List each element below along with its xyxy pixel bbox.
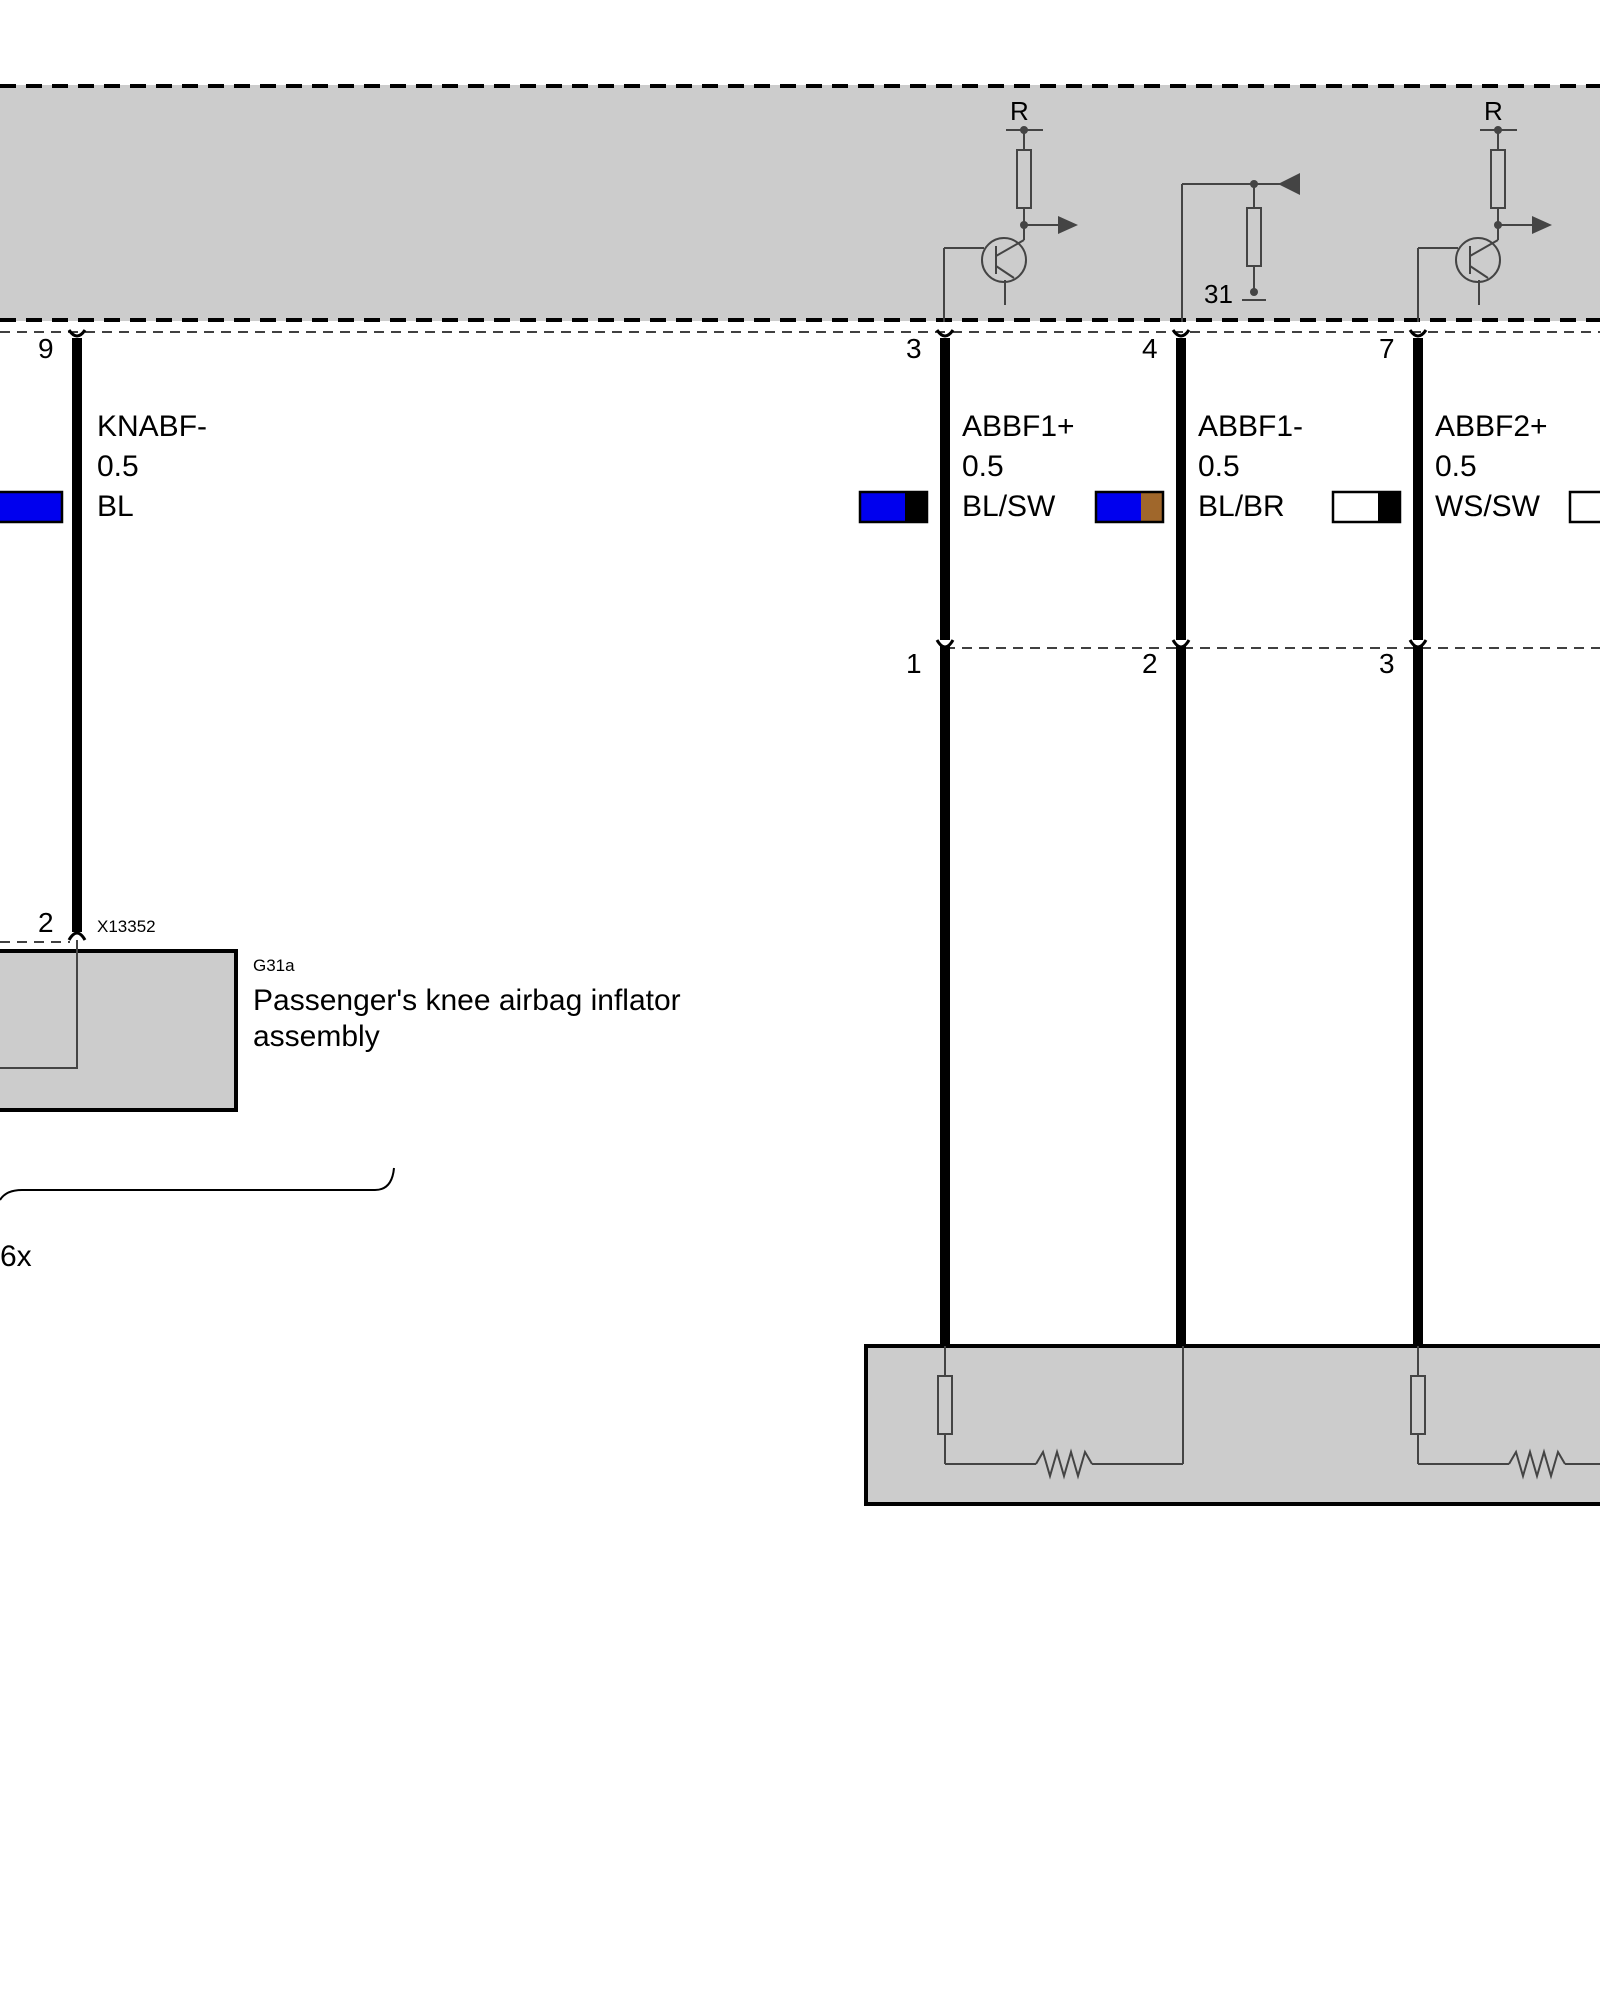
wire-abbf2-plus: 7 ABBF2+ 0.5 WS/SW	[1331, 329, 1600, 1346]
wire-color-swatch-border	[1331, 490, 1402, 524]
pin-socket	[935, 639, 955, 649]
node-dot	[1020, 126, 1028, 134]
connector-id: X13352	[97, 917, 156, 936]
group-bracket	[0, 1167, 395, 1201]
wire-abbf1-plus: 3 ABBF1+ 0.5 BL/SW	[858, 329, 1075, 1346]
wire-knabf: 9 KNABF- 0.5 BL	[0, 329, 207, 932]
wire-color-swatch-cut-off	[1568, 490, 1600, 524]
pin-label: 4	[1142, 333, 1158, 364]
wire-color-code: BL/SW	[962, 490, 1056, 523]
supply-label-r: R	[1484, 96, 1503, 126]
wire-color-swatch	[0, 490, 64, 524]
node-dot	[1494, 221, 1502, 229]
pin-socket	[67, 931, 87, 941]
squib-circuit-2	[1410, 1346, 1600, 1480]
output-transistor-circuit-1	[943, 129, 1060, 322]
input-arrow	[1278, 173, 1300, 195]
control-module-body	[0, 85, 1600, 321]
bracket-label: 6x	[0, 1240, 32, 1273]
pin-label: 3	[906, 333, 922, 364]
wire-color-swatch-border	[858, 490, 929, 524]
pin-label: 2	[38, 907, 54, 938]
airbag-squib-module	[864, 1344, 1600, 1506]
wire-name: ABBF1-	[1198, 410, 1303, 443]
wire-gauge: 0.5	[1435, 450, 1477, 483]
pin-label: 7	[1379, 333, 1395, 364]
pin-label: 1	[906, 648, 922, 679]
supply-label-r: R	[1010, 96, 1029, 126]
component-name-line2: assembly	[253, 1020, 380, 1053]
pin-label: 9	[38, 333, 54, 364]
wire-gauge: 0.5	[962, 450, 1004, 483]
wire-gauge: 0.5	[97, 450, 139, 483]
pin-label: 2	[1142, 648, 1158, 679]
output-arrow	[1058, 216, 1078, 234]
wire-color-code: BL	[97, 490, 134, 523]
knee-airbag-inflator-box	[0, 949, 238, 1112]
component-name-line1: Passenger's knee airbag inflator	[253, 984, 681, 1017]
ground-resistor-circuit	[1181, 183, 1290, 322]
knee-airbag-internal-line	[0, 940, 78, 1069]
wire-color-swatch-border	[1094, 490, 1165, 524]
wire-color-code: WS/SW	[1435, 490, 1541, 523]
squib-circuit-1	[937, 1346, 1184, 1480]
pin-label: 3	[1379, 648, 1395, 679]
node-dot	[1020, 221, 1028, 229]
wire-gauge: 0.5	[1198, 450, 1240, 483]
node-dot	[1494, 126, 1502, 134]
wire-color-code: BL/BR	[1198, 490, 1285, 523]
wire-color-swatch-stripe	[1378, 492, 1400, 522]
component-id: G31a	[253, 956, 295, 975]
node-dot	[1250, 180, 1258, 188]
pin-socket	[1408, 639, 1428, 649]
pin-socket	[1171, 639, 1191, 649]
wire-name: ABBF1+	[962, 410, 1075, 443]
wire-color-swatch-stripe	[905, 492, 927, 522]
wire-color-swatch-stripe	[1141, 492, 1163, 522]
wire-abbf1-minus: 4 ABBF1- 0.5 BL/BR	[1094, 329, 1303, 1346]
wire-name: ABBF2+	[1435, 410, 1548, 443]
wire-name: KNABF-	[97, 410, 207, 443]
output-arrow	[1532, 216, 1552, 234]
wire-color-swatch-primary	[860, 492, 905, 522]
ground-label-31: 31	[1204, 279, 1233, 309]
wire-color-swatch-primary	[1333, 492, 1378, 522]
node-dot	[1250, 288, 1258, 296]
wire-color-swatch-primary	[1096, 492, 1141, 522]
